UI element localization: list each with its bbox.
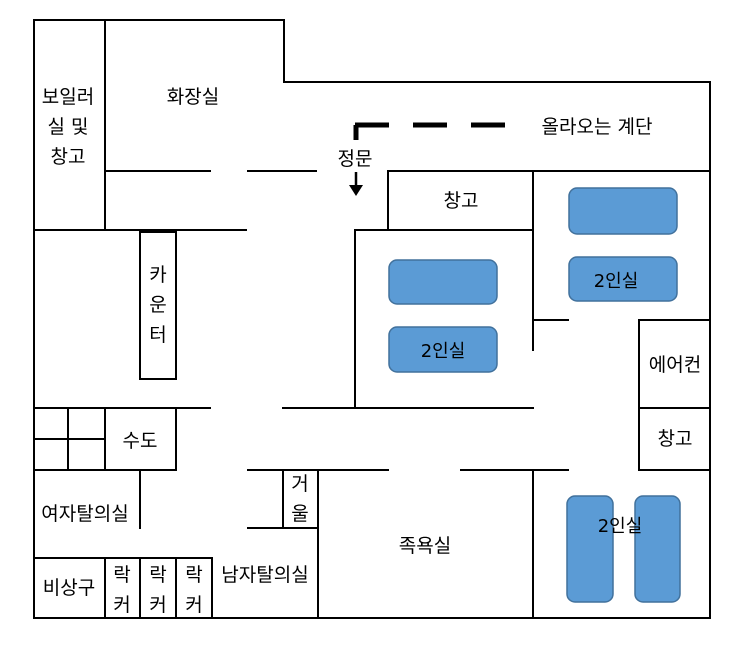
walls <box>33 19 711 619</box>
counter-label-3: 터 <box>149 324 166 346</box>
locker-2-label-top: 락 <box>149 564 166 586</box>
locker-3-label-top: 락 <box>185 564 202 586</box>
storage-center-label: 창고 <box>444 190 479 212</box>
storage-right-label: 창고 <box>658 428 693 450</box>
bed-center-2 <box>388 326 498 373</box>
womens-changing-label: 여자탈의실 <box>41 503 128 525</box>
bed-center-1 <box>388 259 498 305</box>
entrance-arrow-icon <box>349 185 363 196</box>
entrance-label: 정문 <box>338 148 373 170</box>
bed-top-right <box>568 187 678 235</box>
locker-1-label-bottom: 커 <box>113 594 130 616</box>
bed-right-2 <box>568 256 678 302</box>
counter-label-1: 카 <box>149 264 166 286</box>
counter-label-2: 운 <box>149 294 166 316</box>
foot-bath-label: 족욕실 <box>399 535 451 557</box>
beds <box>388 187 681 603</box>
aircon-label: 에어컨 <box>649 354 701 376</box>
two-person-room-label-center: 2인실 <box>421 341 466 362</box>
mirror-label-2: 울 <box>291 503 308 525</box>
locker-3-label-bottom: 커 <box>185 594 202 616</box>
counter <box>139 231 177 380</box>
stairs-label: 올라오는 계단 <box>542 116 653 138</box>
restroom-label: 화장실 <box>167 86 219 108</box>
mirror-label-1: 거 <box>291 473 308 495</box>
boiler-label-1: 보일러 <box>42 86 94 108</box>
boiler-label-2: 실 및 <box>48 116 89 138</box>
mens-changing-label: 남자탈의실 <box>221 564 308 586</box>
locker-1-label-top: 락 <box>113 564 130 586</box>
sink-label: 수도 <box>123 430 158 452</box>
locker-2-label-bottom: 커 <box>149 594 166 616</box>
bed-bottom-left <box>566 495 614 603</box>
two-person-room-label-bottom: 2인실 <box>598 516 643 537</box>
bed-bottom-right <box>634 495 681 603</box>
two-person-room-label-right: 2인실 <box>594 271 639 292</box>
boiler-label-3: 창고 <box>51 146 86 168</box>
emergency-exit-label: 비상구 <box>43 577 95 599</box>
